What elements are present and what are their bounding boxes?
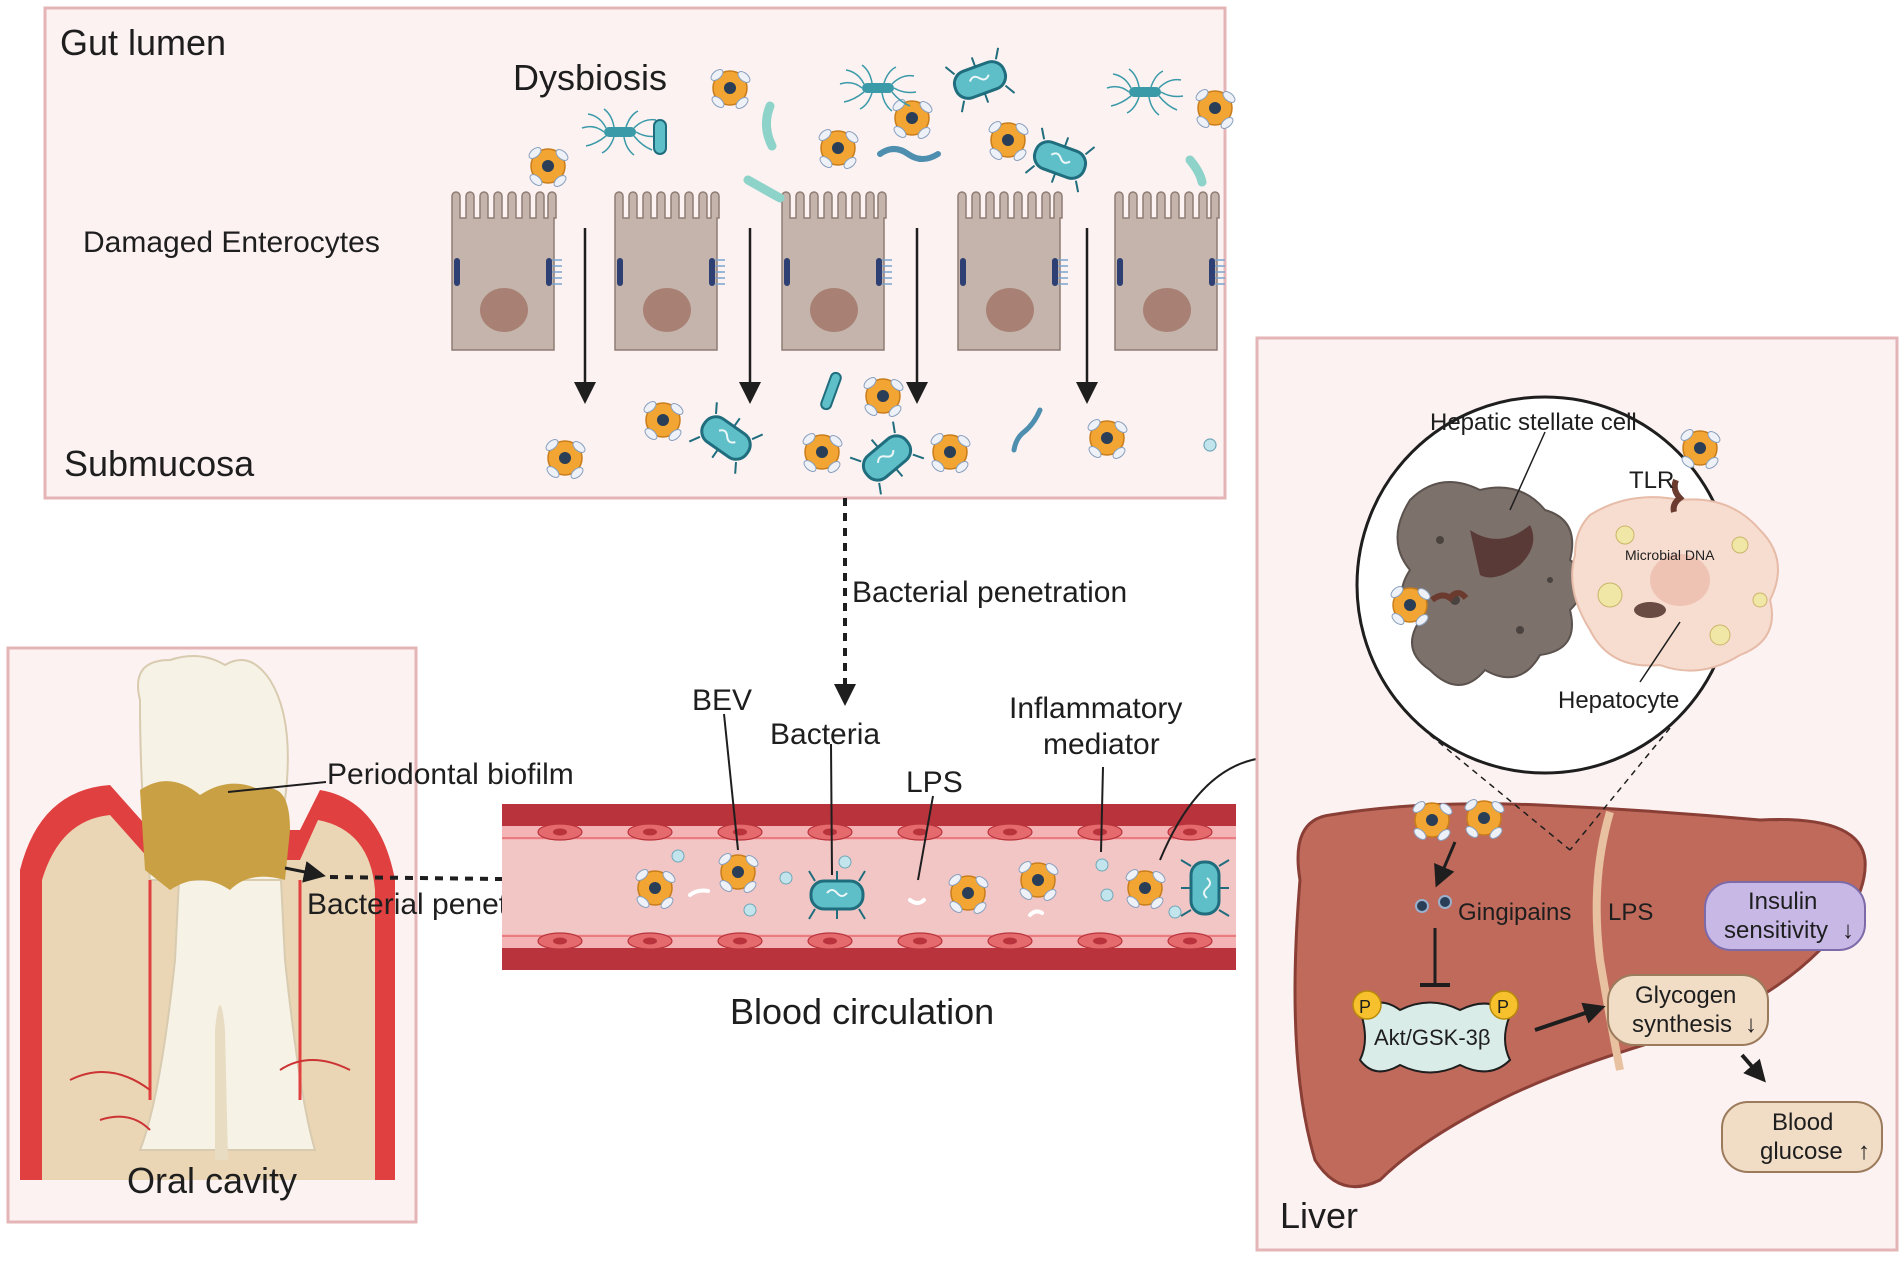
liver-lps-label: LPS (1608, 899, 1653, 926)
akt-to-glycogen-arrow (1534, 1002, 1606, 1032)
glycogen-down-arrow: ↓ (1745, 1011, 1757, 1038)
liver-bacterium (1462, 796, 1507, 842)
biofilm-pointer (227, 781, 327, 793)
mediator-label-line2: mediator (1043, 728, 1160, 761)
penetration-label-top: Bacterial penetration (852, 576, 1127, 609)
gingipains-label: Gingipains (1458, 899, 1571, 926)
stellate-cell (1396, 481, 1586, 686)
phospho-right: P (1497, 997, 1509, 1017)
hepatocyte-pointer (1639, 621, 1681, 683)
gingipain-molecules (1415, 895, 1452, 913)
glucose-line1: Blood (1772, 1109, 1833, 1136)
glycogen-to-glucose-arrow (1740, 1053, 1766, 1083)
damaged-enterocytes-label: Damaged Enterocytes (83, 226, 380, 259)
oral-cavity-label: Oral cavity (127, 1160, 297, 1201)
tlr-label: TLR (1629, 467, 1674, 494)
liver-label: Liver (1280, 1195, 1358, 1236)
lumen-bacteria (526, 46, 1238, 203)
inset-bacterium-left (1388, 583, 1433, 629)
glycogen-synthesis-box: Glycogen synthesis ↓ (1607, 974, 1769, 1046)
vessel-pointers (723, 713, 1104, 881)
microbial-dna-label: Microbial DNA (1625, 547, 1715, 563)
liver-bacterium (1410, 798, 1455, 844)
bacteria-label: Bacteria (770, 718, 880, 751)
insulin-down-arrow: ↓ (1842, 917, 1854, 944)
gut-lumen-label: Gut lumen (60, 22, 226, 63)
biofilm-arrow (284, 861, 326, 883)
blood-vessel (502, 804, 1236, 970)
akt-node (1352, 990, 1519, 1074)
blood-glucose-box: Blood glucose ↑ (1721, 1101, 1883, 1173)
stellate-pointer (1509, 431, 1546, 511)
insulin-line1: Insulin (1748, 888, 1817, 915)
glycogen-line2: synthesis (1632, 1011, 1732, 1038)
periodontal-biofilm-label: Periodontal biofilm (327, 758, 574, 791)
glucose-line2: glucose (1760, 1138, 1843, 1165)
hepatocyte-cell (1571, 496, 1779, 672)
mediator-label-line1: Inflammatory (1009, 692, 1182, 725)
bev-label: BEV (692, 684, 752, 717)
tlr-receptor-left (1430, 590, 1469, 603)
zoom-line-right (1569, 727, 1671, 851)
zoom-line-left (1429, 734, 1571, 851)
translocation-arrows (574, 228, 1098, 404)
glucose-up-arrow: ↑ (1858, 1138, 1870, 1165)
insulin-line2: sensitivity (1724, 917, 1828, 944)
akt-label: Akt/GSK-3β (1374, 1025, 1491, 1050)
tooth-illustration (20, 655, 395, 1180)
dysbiosis-label: Dysbiosis (513, 57, 667, 98)
insulin-sensitivity-box: Insulin sensitivity ↓ (1704, 881, 1866, 951)
circulating-bacteria (633, 849, 1231, 921)
bacteria-to-gingipains-arrow (1434, 841, 1457, 888)
blood-circulation-label: Blood circulation (730, 991, 994, 1032)
submucosa-bacteria (543, 371, 1217, 496)
lps-label: LPS (906, 766, 963, 799)
tlr-receptor-right (1670, 478, 1685, 513)
hepatocyte-label: Hepatocyte (1558, 687, 1679, 714)
glycogen-line1: Glycogen (1635, 982, 1736, 1009)
phospho-left: P (1359, 997, 1371, 1017)
inset-bacterium-right (1678, 426, 1723, 472)
submucosa-label: Submucosa (64, 443, 255, 484)
stellate-label: Hepatic stellate cell (1430, 409, 1637, 436)
